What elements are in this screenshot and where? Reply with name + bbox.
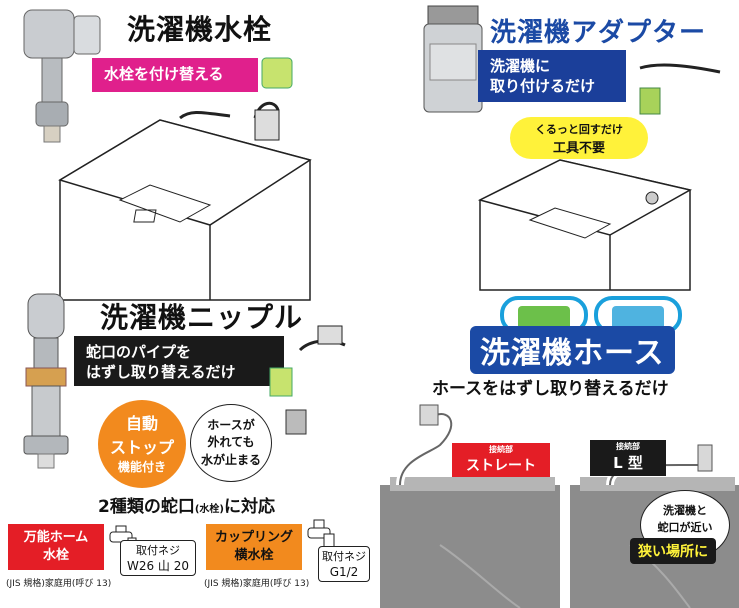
- type2-screw: 取付ネジ G1/2: [318, 546, 370, 582]
- nipple-bubble-line2: 外れても: [207, 435, 255, 450]
- type2-screw-line1: 取付ネジ: [322, 550, 366, 563]
- faucet-title: 洗濯機水栓: [127, 13, 273, 46]
- l-type-tag-main: L 型: [613, 454, 643, 472]
- hose-bubble-line1: 洗濯機と: [663, 504, 707, 517]
- nipple-title: 洗濯機ニップル: [100, 301, 304, 334]
- nipple-band-line2: はずし取り替えるだけ: [86, 363, 236, 382]
- type2-line2: 横水栓: [234, 547, 274, 563]
- type1-line1: 万能ホーム: [23, 530, 89, 545]
- adapter-pill: くるっと回すだけ 工具不要: [510, 117, 648, 159]
- faucet-band-text: 水栓を付け替える: [104, 65, 224, 83]
- hose-title: 洗濯機ホース: [470, 326, 675, 374]
- straight-tag: 接続部 ストレート: [452, 443, 550, 477]
- type1-screw-line1: 取付ネジ: [136, 544, 180, 557]
- nipple-band-line1: 蛇口のパイプを: [86, 343, 192, 361]
- straight-tag-small: 接続部: [489, 445, 513, 454]
- supports-main: 2種類の蛇口: [98, 497, 195, 517]
- faucet-band: 水栓を付け替える: [92, 58, 258, 92]
- auto-stop-line3: 機能付き: [117, 460, 166, 474]
- type1-badge: 万能ホーム 水栓: [8, 524, 104, 570]
- type1-note: (JIS 規格)家庭用(呼び 13): [6, 579, 112, 589]
- type1-line2: 水栓: [42, 547, 69, 563]
- nipple-band: 蛇口のパイプを はずし取り替えるだけ: [74, 336, 284, 386]
- type2-faucet-icon: [307, 519, 335, 555]
- washer-drawing-1: [58, 57, 312, 301]
- type1-screw: 取付ネジ W26 山 20: [120, 540, 196, 576]
- nipple-bubble: ホースが 外れても 水が止まる: [190, 404, 272, 482]
- type2-screw-line2: G1/2: [329, 565, 359, 580]
- l-type-tag: 接続部 L 型: [590, 440, 666, 476]
- hose-subtitle: ホースをはずし取り替えるだけ: [432, 379, 669, 399]
- hose-bubble-tag: 狭い場所に: [630, 538, 716, 564]
- supports-line: 2種類の蛇口(水栓)に対応: [98, 492, 275, 517]
- faucet-product-icon: [23, 9, 101, 143]
- type1-screw-line2: W26 山 20: [126, 559, 190, 574]
- adapter-band-line1: 洗濯機に: [490, 57, 551, 75]
- hose-logo-icon: [500, 296, 682, 334]
- auto-stop-line2: ストップ: [109, 438, 174, 457]
- l-type-tag-small: 接続部: [616, 442, 640, 451]
- nipple-product-icon: [23, 293, 69, 469]
- hose-bubble-line2: 蛇口が近い: [657, 520, 713, 534]
- nipple-pipe-drawing: [269, 325, 346, 435]
- type2-note: (JIS 規格)家庭用(呼び 13): [204, 579, 310, 589]
- auto-stop-badge: 自動 ストップ 機能付き: [98, 400, 186, 488]
- nipple-bubble-line1: ホースが: [207, 418, 255, 432]
- supports-small: (水栓): [194, 504, 224, 515]
- supports-tail: に対応: [223, 497, 275, 517]
- adapter-title: 洗濯機アダプター: [490, 18, 707, 48]
- straight-tag-main: ストレート: [466, 458, 536, 474]
- adapter-pill-line2: 工具不要: [552, 141, 605, 156]
- type2-badge: カップリング 横水栓: [206, 524, 302, 570]
- adapter-band-line2: 取り付けるだけ: [490, 77, 596, 96]
- auto-stop-line1: 自動: [125, 414, 158, 433]
- adapter-band: 洗濯機に 取り付けるだけ: [478, 50, 626, 102]
- washer-drawing-2: [477, 63, 721, 291]
- nipple-bubble-line3: 水が止まる: [200, 452, 261, 467]
- adapter-pill-line1: くるっと回すだけ: [535, 123, 623, 136]
- type2-line1: カップリング: [214, 530, 293, 545]
